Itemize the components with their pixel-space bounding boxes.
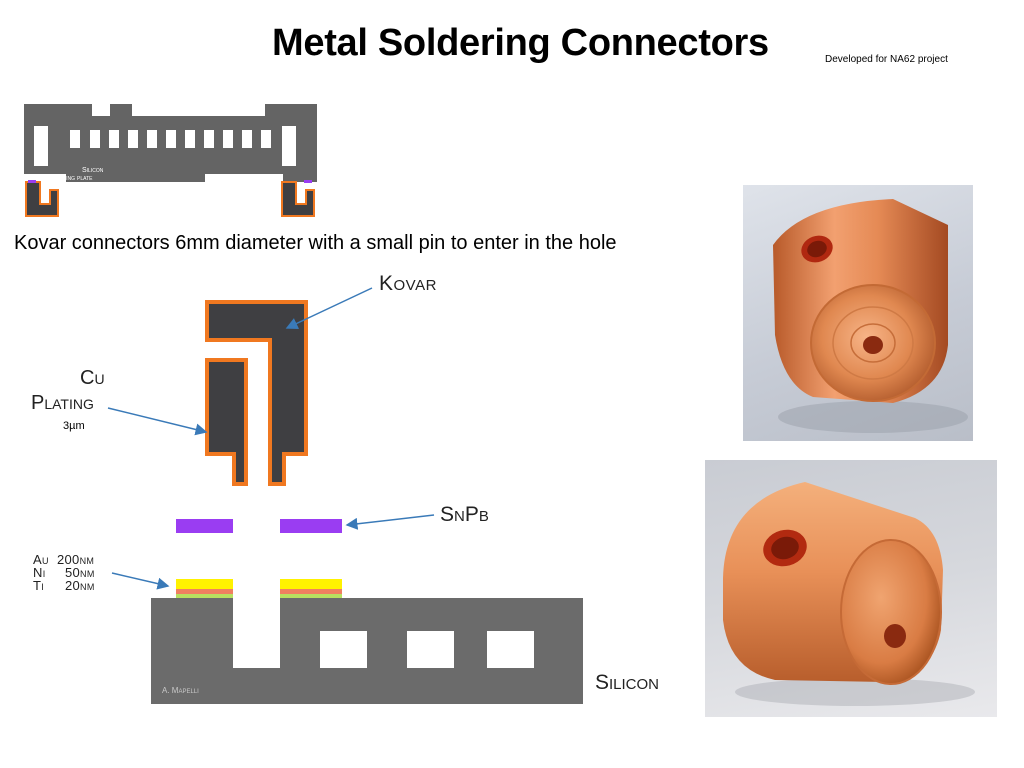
connector-photo-2-illustration	[723, 482, 975, 706]
kovar-arrow	[285, 287, 373, 329]
plating-label: Plating	[31, 392, 94, 414]
connector-photo-end-view	[743, 185, 973, 441]
layer-label-ni: Ni 50nm	[33, 565, 95, 580]
silicon-channels	[320, 631, 534, 668]
connector-photo-1-illustration	[773, 199, 968, 433]
layer-element: Ti	[33, 578, 45, 593]
layer-label-au: Au 200nm	[33, 552, 94, 567]
solder-pad-left	[176, 519, 233, 533]
layers-arrow	[111, 572, 170, 590]
layer-element: Au	[33, 552, 49, 567]
connector-caption: Kovar connectors 6mm diameter with a sma…	[14, 232, 617, 254]
cross-section-diagram	[107, 287, 583, 704]
cooling-plate-diagram: Silicon cooling plate	[24, 104, 317, 217]
cu-label: Cu	[80, 367, 105, 389]
author-watermark: A. Mapelli	[162, 686, 199, 695]
metal-stack-left	[176, 579, 233, 598]
cooling-plate-connector-right	[281, 180, 315, 217]
layer-element: Ni	[33, 565, 46, 580]
plating-arrow	[107, 407, 208, 436]
silicon-label: Silicon	[595, 671, 660, 694]
slide-subtitle: Developed for NA62 project	[825, 54, 948, 65]
layer-thickness: 200nm	[57, 552, 95, 567]
layer-label-ti: Ti 20nm	[33, 578, 95, 593]
connector-photo-side-view	[705, 460, 997, 717]
cooling-plate-channels	[34, 126, 296, 166]
snpb-label: SnPb	[440, 503, 489, 526]
slide-title: Metal Soldering Connectors	[272, 22, 769, 64]
cooling-plate-label-line2: cooling plate	[52, 175, 93, 182]
solder-pad-right	[280, 519, 342, 533]
metal-stack-right	[280, 579, 342, 598]
layer-thickness: 50nm	[65, 565, 95, 580]
kovar-connector	[205, 300, 308, 486]
kovar-label: Kovar	[379, 272, 437, 295]
plating-thickness-label: 3µm	[63, 420, 85, 432]
cooling-plate-connector-left	[25, 180, 59, 217]
cooling-plate-label-line1: Silicon	[82, 167, 104, 174]
snpb-arrow	[345, 514, 435, 530]
layer-thickness: 20nm	[65, 578, 95, 593]
